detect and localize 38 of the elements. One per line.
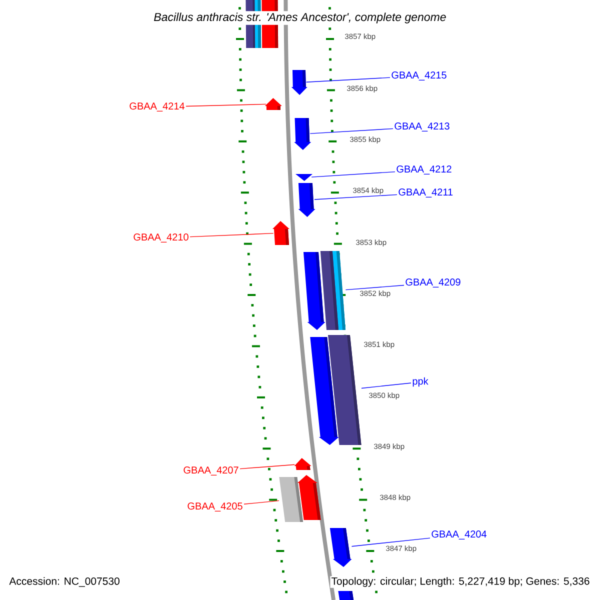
gene-block: [297, 475, 321, 520]
gene-block: [296, 174, 312, 181]
gene-block: [298, 183, 316, 217]
leader-line: [306, 77, 390, 82]
leader-line: [310, 128, 394, 134]
leader-line: [345, 284, 404, 290]
gene-label: GBAA_4212: [396, 166, 452, 174]
gene-label: ppk: [412, 377, 428, 387]
gene-block: [272, 221, 290, 245]
gene-label: GBAA_4215: [392, 72, 446, 80]
leader-line: [361, 382, 412, 389]
gene-block: [294, 118, 312, 150]
leader-line: [314, 194, 398, 200]
gene-label: GBAA_4204: [432, 530, 486, 540]
gene-block: [291, 70, 308, 95]
leader-line: [190, 232, 274, 238]
accession-text: Accession: NC_007530: [9, 577, 120, 587]
gene-label: GBAA_4205: [188, 502, 242, 512]
gene-label: GBAA_4210: [134, 234, 188, 242]
leader-line: [311, 171, 396, 178]
gene-label: GBAA_4213: [394, 122, 450, 132]
gene-block: [310, 337, 339, 445]
gene-block: [279, 477, 304, 522]
gene-block: [320, 251, 339, 330]
leader-line: [351, 538, 430, 547]
gene-block: [294, 458, 312, 470]
title: Bacillus anthracis str. 'Ames Ancestor', complete genome: [152, 11, 448, 25]
gene-block: [264, 98, 282, 110]
gene-label: GBAA_4209: [406, 278, 460, 288]
gene-block: [338, 591, 354, 600]
leader-line: [186, 104, 266, 107]
gene-label: GBAA_4214: [130, 102, 184, 112]
leader-line: [244, 500, 280, 504]
gene-label: GBAA_4207: [184, 466, 238, 476]
genome-summary: Topology: circular; Length: 5,227,419 bp; Genes: 5,336: [330, 576, 591, 588]
leader-line: [240, 464, 295, 470]
gene-label: GBAA_4211: [398, 188, 453, 198]
gene-block: [330, 528, 352, 567]
